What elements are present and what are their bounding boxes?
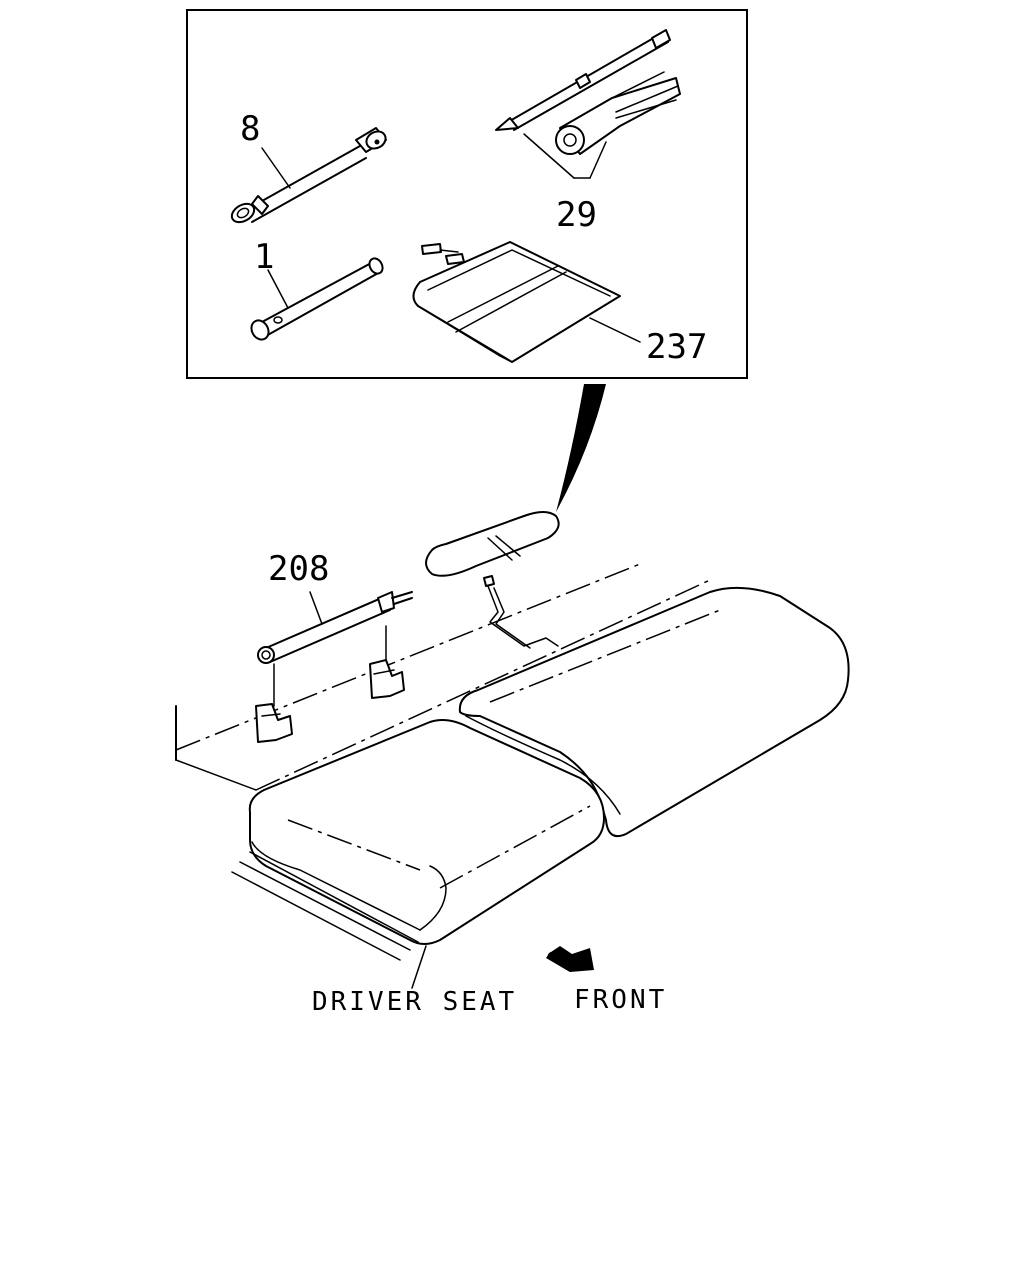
- bar-clips: [255, 625, 405, 743]
- part-8-wrench: [230, 127, 387, 224]
- cab-panel: [175, 563, 711, 791]
- part-237-tool-bag: [412, 241, 641, 363]
- part-208-bar: [257, 591, 413, 664]
- callout-208: 208: [268, 549, 329, 589]
- detail-pointer: [556, 384, 606, 512]
- callout-8: 8: [240, 109, 260, 149]
- rolled-tool-bag: [425, 511, 560, 649]
- inset-frame: [186, 9, 748, 379]
- caption-driver-seat: DRIVER SEAT: [312, 987, 517, 1017]
- callout-1: 1: [254, 237, 274, 277]
- passenger-seat-cushion: [458, 586, 850, 838]
- caption-front: FRONT: [574, 985, 667, 1015]
- detail-inset: 8 1: [186, 9, 748, 379]
- part-29-tools: [495, 29, 681, 179]
- part-1-bar: [250, 257, 384, 341]
- callout-29: 29: [556, 195, 597, 235]
- driver-seat-cushion: [231, 719, 605, 989]
- callout-237: 237: [646, 327, 707, 367]
